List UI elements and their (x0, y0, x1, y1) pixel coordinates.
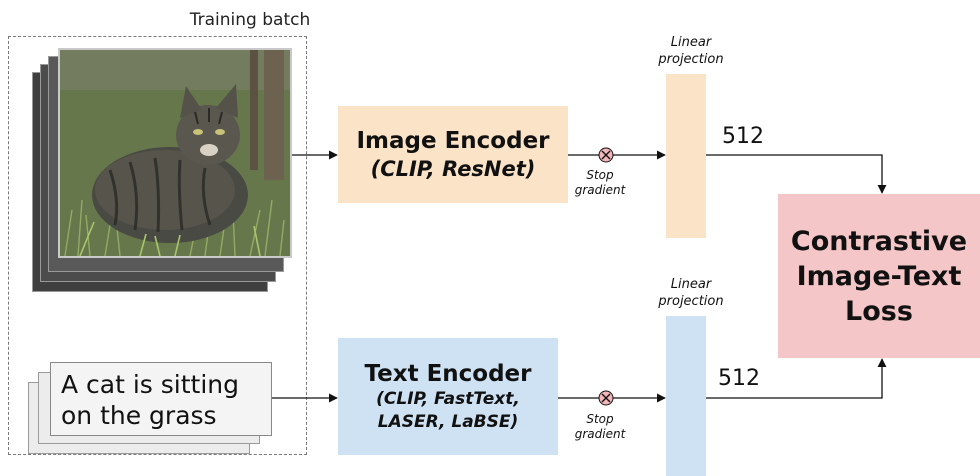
image-embedding-dim: 512 (722, 124, 764, 149)
text-linear-projection-bar (666, 316, 706, 476)
image-projection-label: Linear projection (641, 34, 741, 68)
cat-illustration (60, 50, 290, 256)
caption-line-2: on the grass (61, 401, 217, 430)
text-encoder-subtitle-1: (CLIP, FastText, (376, 388, 520, 409)
loss-line-2: Image-Text (796, 260, 962, 292)
image-encoder-subtitle: (CLIP, ResNet) (370, 156, 536, 181)
image-linear-projection-bar (666, 74, 706, 238)
text-encoder-subtitle-2: LASER, LaBSE) (377, 411, 519, 432)
text-stop-gradient-label: Stop gradient (565, 412, 635, 442)
image-encoder-block: Image Encoder (CLIP, ResNet) (338, 106, 568, 203)
text-encoder-title: Text Encoder (364, 360, 532, 387)
image-stop-gradient-label: Stop gradient (565, 168, 635, 198)
loss-line-1: Contrastive (790, 225, 968, 257)
image-projection-label-2: projection (658, 52, 724, 67)
text-projection-to-loss-arrow (706, 358, 887, 399)
text-stop-label-2: gradient (574, 427, 626, 441)
caption-line-1: A cat is sitting (61, 370, 240, 399)
text-stop-label-1: Stop (586, 412, 614, 426)
image-encoder-title: Image Encoder (356, 127, 550, 154)
text-encoder-block: Text Encoder (CLIP, FastText, LASER, LaB… (338, 338, 558, 455)
image-stop-gradient-icon (598, 147, 614, 163)
image-stop-label-1: Stop (586, 168, 614, 182)
image-stop-label-2: gradient (574, 183, 626, 197)
cat-photo (58, 48, 292, 258)
text-projection-label: Linear projection (641, 276, 741, 310)
training-batch-frame (8, 36, 307, 455)
image-projection-to-loss-arrow (706, 154, 887, 194)
contrastive-loss-block: Contrastive Image-Text Loss (778, 194, 980, 358)
text-projection-label-2: projection (658, 294, 724, 309)
loss-line-3: Loss (845, 295, 913, 327)
image-projection-label-1: Linear (670, 35, 712, 50)
training-batch-title: Training batch (189, 10, 311, 30)
text-embedding-dim: 512 (718, 366, 760, 391)
text-projection-label-1: Linear (670, 277, 712, 292)
caption-card: A cat is sitting on the grass (50, 362, 272, 436)
text-stop-gradient-icon (598, 390, 614, 406)
